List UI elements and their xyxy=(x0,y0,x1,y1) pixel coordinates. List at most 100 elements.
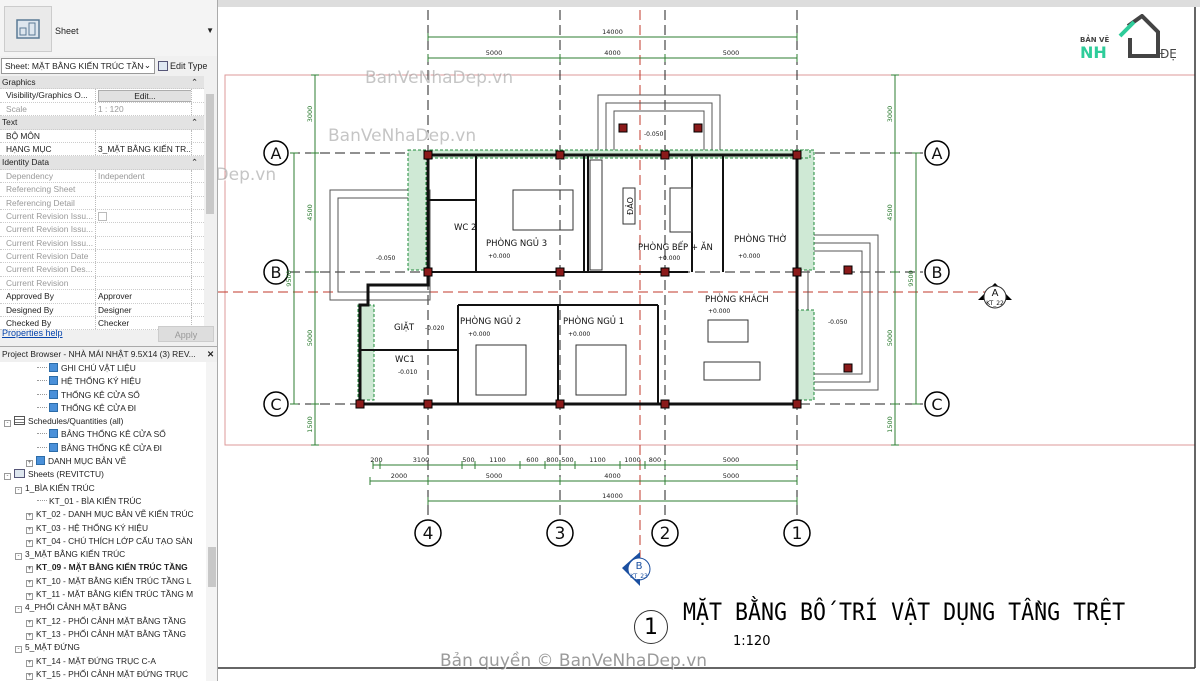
property-value-cell[interactable] xyxy=(96,183,192,196)
expand-icon[interactable]: + xyxy=(26,526,33,534)
expand-icon[interactable]: + xyxy=(26,593,33,601)
dimension-text: 9500 xyxy=(907,270,915,287)
collapse-icon[interactable]: - xyxy=(4,420,11,428)
grid-label: 2 xyxy=(660,524,671,544)
property-group-header[interactable]: Graphics⌃ xyxy=(0,76,204,90)
property-value-cell[interactable]: Checker xyxy=(96,317,192,330)
property-label: Current Revision Issu... xyxy=(0,236,96,250)
property-value-cell[interactable] xyxy=(96,276,192,290)
bed xyxy=(475,344,527,396)
project-browser-header: Project Browser - NHÀ MÁI NHẬT 9.5X14 (3… xyxy=(0,347,217,362)
expand-icon[interactable]: + xyxy=(26,632,33,640)
tree-item[interactable]: THỐNG KÊ CỬA ĐI xyxy=(0,402,204,415)
level-label: +0.000 xyxy=(708,308,730,315)
tree-item[interactable]: +KT_04 - CHÚ THÍCH LỚP CẤU TẠO SÀN xyxy=(0,535,204,548)
property-value[interactable]: Designer xyxy=(98,304,132,315)
property-row: Current Revision Issu... xyxy=(0,236,204,251)
property-value[interactable]: Checker xyxy=(98,318,130,329)
tree-item[interactable]: +KT_15 - PHỐI CẢNH MẶT ĐỨNG TRỤC xyxy=(0,668,204,681)
property-value-cell[interactable] xyxy=(96,196,192,209)
tree-item[interactable]: +KT_02 - DANH MỤC BẢN VẼ KIẾN TRÚC xyxy=(0,508,204,521)
property-value[interactable]: 3_MẶT BẰNG KIẾN TR... xyxy=(98,143,192,154)
checkbox[interactable] xyxy=(98,211,107,221)
tree-item[interactable]: +KT_12 - PHỐI CẢNH MẶT BẰNG TẦNG xyxy=(0,615,204,628)
expand-icon[interactable]: + xyxy=(26,513,33,521)
tree-item[interactable]: -5_MẶT ĐỨNG xyxy=(0,641,204,654)
tree-item[interactable]: HỆ THỐNG KÝ HIỆU xyxy=(0,375,204,388)
tree-item[interactable]: +KT_03 - HỆ THỐNG KÝ HIỆU xyxy=(0,522,204,535)
expand-icon[interactable]: + xyxy=(26,659,33,667)
dropdown-arrow-icon[interactable]: ▼ xyxy=(206,26,214,35)
collapse-icon[interactable]: - xyxy=(15,486,22,494)
property-value[interactable]: Approver xyxy=(98,291,132,302)
expand-icon[interactable]: + xyxy=(26,672,33,680)
property-value-cell[interactable] xyxy=(96,209,192,223)
collapse-icon[interactable]: - xyxy=(15,646,22,654)
collapse-icon[interactable]: ⌃ xyxy=(190,77,198,87)
expand-icon[interactable]: + xyxy=(26,539,33,547)
property-value-cell[interactable]: 3_MẶT BẰNG KIẾN TR... xyxy=(96,142,192,156)
property-group-header[interactable]: Identity Data⌃ xyxy=(0,156,204,170)
collapse-icon[interactable]: ⌃ xyxy=(190,117,198,128)
property-value-cell[interactable]: Approver xyxy=(96,290,192,303)
tree-item[interactable]: +KT_14 - MẶT ĐỨNG TRỤC C-A xyxy=(0,655,204,668)
property-value-cell[interactable] xyxy=(96,236,192,250)
property-value-cell[interactable]: Independent xyxy=(96,169,192,183)
tree-item[interactable]: +KT_11 - MẶT BẰNG KIẾN TRÚC TẦNG M xyxy=(0,588,204,601)
tree-item[interactable]: +KT_09 - MẶT BẰNG KIẾN TRÚC TẦNG xyxy=(0,561,204,574)
apply-button[interactable]: Apply xyxy=(158,326,214,342)
room-label: PHÒNG NGỦ 3 xyxy=(486,237,547,249)
tree-item[interactable]: GHI CHÚ VẬT LIỆU xyxy=(0,362,204,375)
svg-text:ĐẸP: ĐẸP xyxy=(1160,47,1176,61)
collapse-icon[interactable]: - xyxy=(15,606,22,614)
dimension-text: 14000 xyxy=(602,492,623,500)
property-value-cell[interactable] xyxy=(96,223,192,236)
instance-selector[interactable]: Sheet: MẶT BẰNG KIẾN TRÚC TẦNG⌄ xyxy=(1,58,155,74)
property-value[interactable]: 1 : 120 xyxy=(98,103,124,114)
properties-help-link[interactable]: Properties help xyxy=(2,328,63,338)
property-value-cell[interactable] xyxy=(96,129,192,142)
collapse-icon[interactable]: - xyxy=(15,553,22,561)
tree-item[interactable]: +DANH MỤC BẢN VẼ xyxy=(0,455,204,468)
column xyxy=(843,363,853,373)
tree-item[interactable]: -3_MẶT BẰNG KIẾN TRÚC xyxy=(0,548,204,561)
tree-item[interactable]: -1_BÌA KIẾN TRÚC xyxy=(0,482,204,495)
dimension-text: 800 xyxy=(546,456,558,464)
property-value-cell[interactable]: Designer xyxy=(96,303,192,317)
tree-item-label: 1_BÌA KIẾN TRÚC xyxy=(25,482,95,493)
property-value[interactable]: Independent xyxy=(98,170,145,181)
close-icon[interactable]: ✕ xyxy=(206,349,214,359)
property-value-cell[interactable]: Edit... xyxy=(96,89,192,102)
edit-type-button[interactable]: Edit Type xyxy=(158,58,207,74)
tree-connector xyxy=(37,393,47,395)
collapse-icon[interactable]: - xyxy=(4,473,11,481)
properties-scrollbar[interactable] xyxy=(204,76,216,322)
tree-item[interactable]: +KT_10 - MẶT BẰNG KIẾN TRÚC TẦNG L xyxy=(0,575,204,588)
type-selector[interactable]: Sheet ▼ xyxy=(0,0,217,56)
tree-item[interactable]: -Sheets (REVITCTU) xyxy=(0,468,204,481)
level-label: -0.010 xyxy=(398,369,418,376)
type-name: Sheet xyxy=(55,26,79,36)
tree-item[interactable]: -Schedules/Quantities (all) xyxy=(0,415,204,428)
expand-icon[interactable]: + xyxy=(26,619,33,627)
property-group-header[interactable]: Text⌃ xyxy=(0,116,204,130)
expand-icon[interactable]: + xyxy=(26,460,33,468)
tree-item[interactable]: THỐNG KÊ CỬA SỔ xyxy=(0,389,204,402)
project-browser-scrollbar[interactable] xyxy=(206,362,217,681)
property-value-cell[interactable]: 1 : 120 xyxy=(96,102,192,116)
tree-item[interactable]: KT_01 - BÌA KIẾN TRÚC xyxy=(0,495,204,508)
tree-item[interactable]: +KT_13 - PHỐI CẢNH MẶT BẰNG TẦNG xyxy=(0,628,204,641)
property-value-cell[interactable] xyxy=(96,263,192,276)
tree-item[interactable]: BẢNG THỐNG KÊ CỬA ĐI xyxy=(0,442,204,455)
tree-item[interactable]: -4_PHỐI CẢNH MẶT BẰNG xyxy=(0,601,204,614)
property-value-cell[interactable] xyxy=(96,250,192,263)
property-label: BỘ MÔN xyxy=(0,129,96,142)
column xyxy=(555,399,565,409)
level-label: -0.050 xyxy=(828,319,848,326)
edit-button[interactable]: Edit... xyxy=(98,90,191,102)
tree-item[interactable]: BẢNG THỐNG KÊ CỬA SỔ xyxy=(0,428,204,441)
expand-icon[interactable]: + xyxy=(26,566,33,574)
collapse-icon[interactable]: ⌃ xyxy=(190,157,198,168)
expand-icon[interactable]: + xyxy=(26,579,33,587)
